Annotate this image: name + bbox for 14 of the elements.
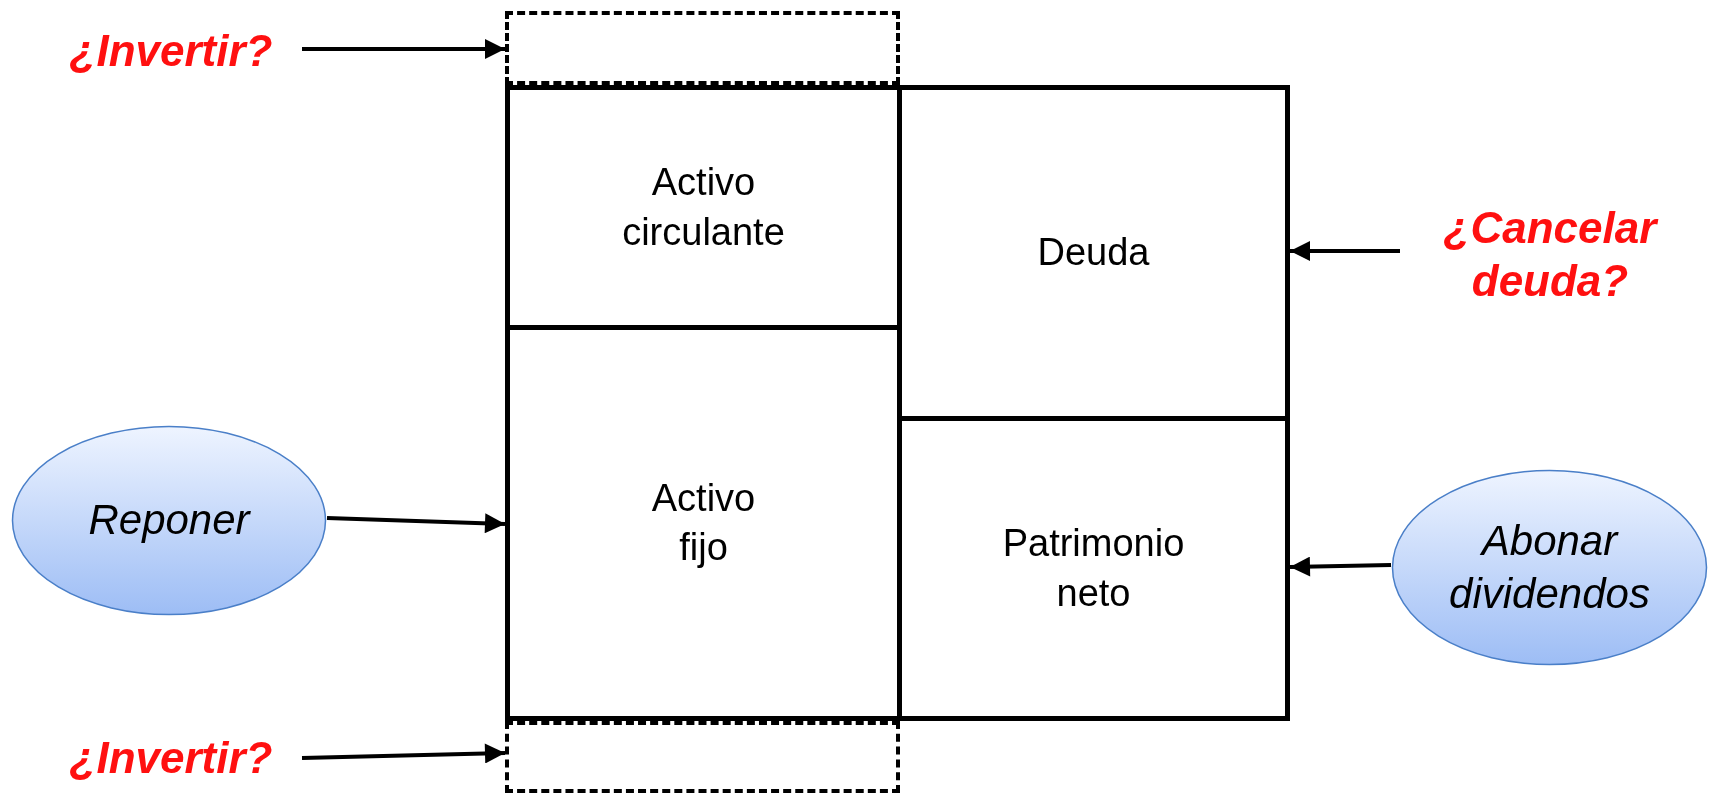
question-label: ¿Invertir? xyxy=(69,24,273,77)
ellipse-label: Abonar dividendos xyxy=(1448,516,1651,619)
question-label: ¿Cancelar deuda? xyxy=(1442,202,1660,307)
box-label: Deuda xyxy=(1037,230,1150,276)
arrow xyxy=(326,513,506,534)
box-label: Activo fijo xyxy=(650,475,757,570)
arrow xyxy=(301,743,506,764)
question-label: ¿Invertir? xyxy=(69,731,273,784)
arrow xyxy=(1290,241,1400,261)
arrow xyxy=(1289,556,1392,577)
arrow xyxy=(302,39,505,59)
box-label: Patrimonio neto xyxy=(1001,521,1186,616)
ellipse-label: Reponer xyxy=(88,495,250,546)
box-label: Activo circulante xyxy=(621,160,786,255)
